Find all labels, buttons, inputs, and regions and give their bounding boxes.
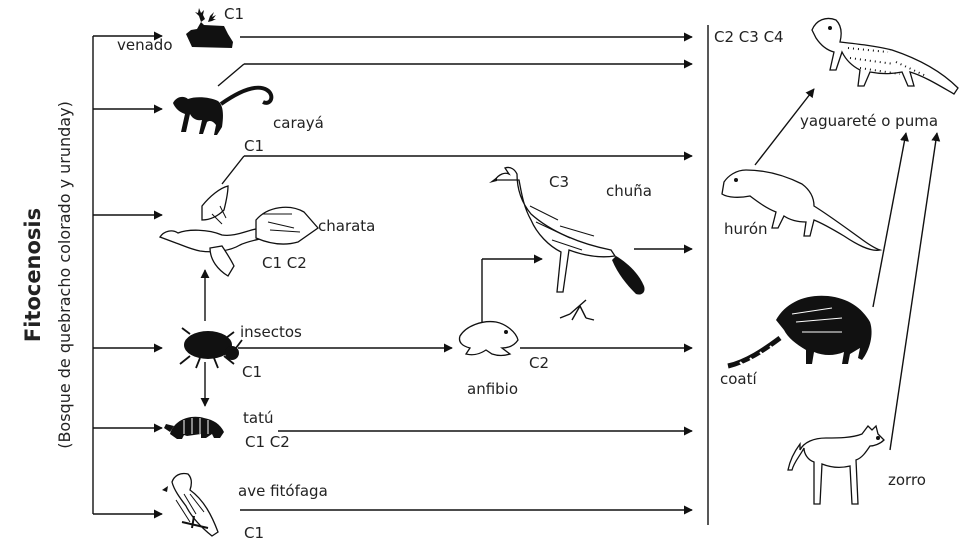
- venado-label: venado: [117, 36, 173, 54]
- charata-level: C1 C2: [262, 254, 307, 272]
- coati-label: coatí: [720, 370, 757, 388]
- chuna-label: chuña: [606, 182, 652, 200]
- tatu-label: tatú: [243, 409, 273, 427]
- insectos-level: C1: [242, 363, 262, 381]
- anfibio-label: anfibio: [467, 380, 518, 398]
- ferret-icon: [722, 170, 880, 250]
- ave-level: C1: [244, 524, 264, 542]
- caraya-label: carayá: [273, 114, 324, 132]
- monkey-icon: [173, 88, 271, 135]
- diagram-subtitle: (Bosque de quebracho colorado y urunday): [55, 101, 74, 449]
- arrow-coati-yaguarete: [873, 133, 906, 307]
- ave-label: ave fitófaga: [238, 482, 328, 500]
- diagram-title: Fitocenosis: [21, 208, 45, 342]
- jaguar-icon: [812, 18, 958, 94]
- anfibio-level: C2: [529, 354, 549, 372]
- charata-top-level: C1: [244, 137, 264, 155]
- chuna-level: C3: [549, 173, 569, 191]
- arrow-charata-riser: [222, 156, 244, 184]
- tatu-level: C1 C2: [245, 433, 290, 451]
- yaguarete-label: yaguareté o puma: [800, 112, 938, 130]
- fox-icon: [788, 426, 884, 504]
- arrow-caraya-riser: [218, 64, 244, 86]
- producer-connectors: [93, 36, 162, 514]
- zorro-label: zorro: [888, 471, 926, 489]
- charata-label: charata: [318, 217, 375, 235]
- armadillo-icon: [164, 417, 224, 439]
- insectos-label: insectos: [240, 323, 302, 341]
- parrot-icon: [162, 473, 218, 536]
- venado-level: C1: [224, 5, 244, 23]
- frog-icon: [459, 322, 518, 356]
- coati-icon: [728, 296, 872, 366]
- beetle-icon: [180, 328, 242, 368]
- yaguarete-level: C2 C3 C4: [714, 28, 784, 46]
- huron-label: hurón: [724, 220, 768, 238]
